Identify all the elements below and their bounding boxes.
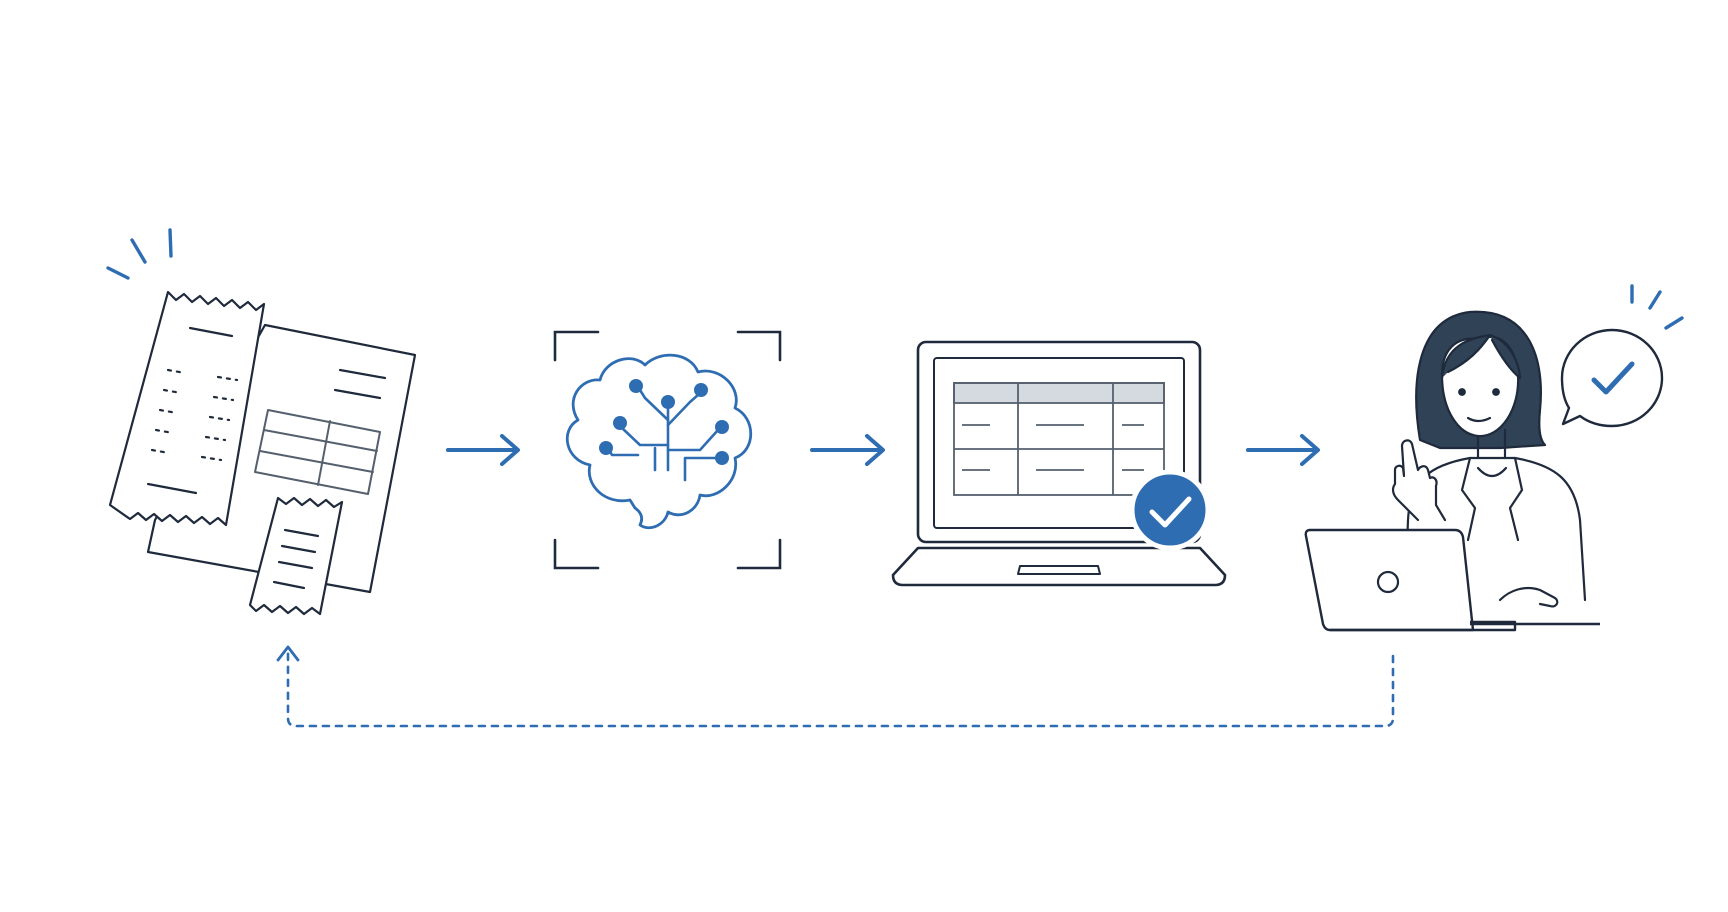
person-laptop-approval-icon (1304, 284, 1684, 632)
sparkle-lines (106, 228, 173, 280)
circuit-nodes (599, 379, 729, 465)
laptop-trackpad-notch (1017, 565, 1101, 575)
spreadsheet (953, 382, 1165, 496)
feedback-loop-arrow (276, 645, 1395, 728)
ai-brain-scan-icon (553, 330, 782, 570)
check-badge (1129, 469, 1211, 551)
long-receipt (108, 290, 266, 527)
receipts-invoice-icon (106, 228, 417, 616)
sparkle-lines (1630, 284, 1684, 330)
circuit-traces (606, 388, 720, 482)
laptop-spreadsheet-check-icon (891, 340, 1227, 587)
small-receipt (248, 496, 344, 616)
flow-arrow-documents-to-ai (446, 434, 520, 466)
brain-outline (565, 353, 752, 530)
scan-frame-corners (553, 330, 782, 570)
front-laptop (1304, 528, 1600, 632)
flow-arrow-ai-to-data (810, 434, 885, 466)
flow-arrow-data-to-review (1246, 434, 1320, 466)
speech-bubble-check (1560, 328, 1664, 428)
